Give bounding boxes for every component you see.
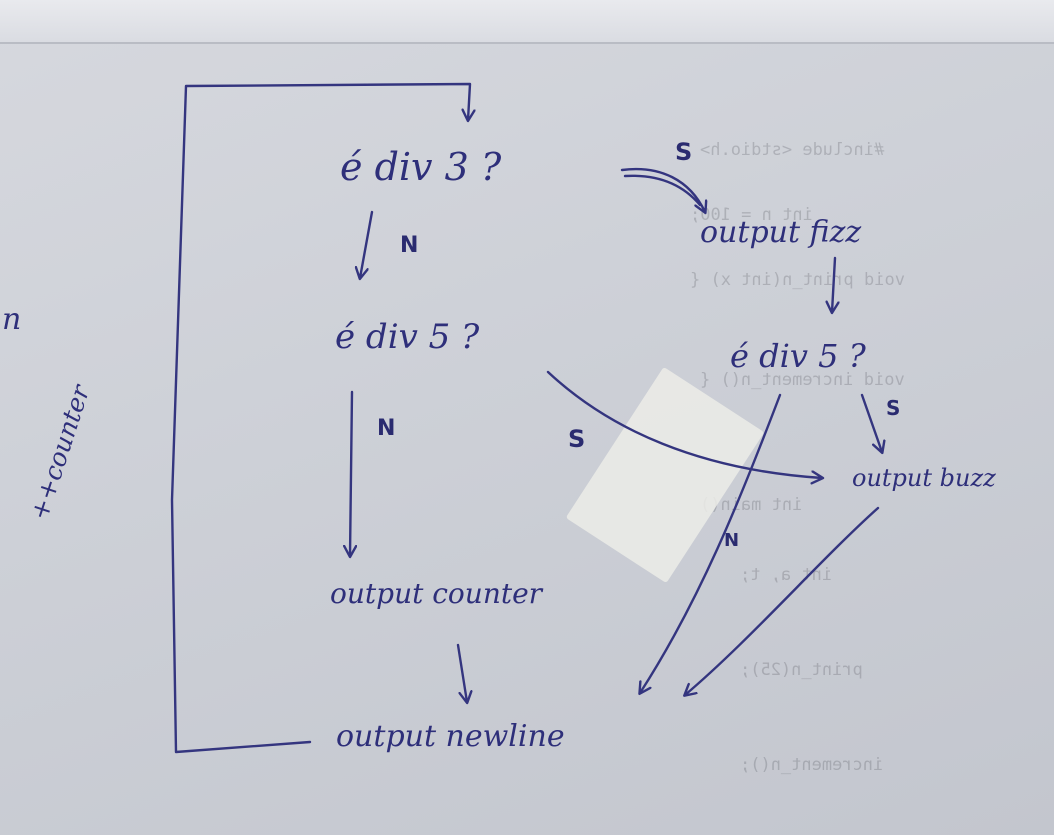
arrow-div3-to-div5 <box>360 210 374 278</box>
node-output-fizz: output fizz <box>700 215 862 250</box>
arrow-div5-to-buzz <box>546 370 822 478</box>
node-div5-left: é div 5 ? <box>335 317 480 357</box>
node-div5-right: é div 5 ? <box>730 337 866 375</box>
arrow-div5-to-counter <box>350 390 352 556</box>
arrow-div3-to-fizz <box>620 167 705 212</box>
margin-fragment: n <box>2 302 22 337</box>
node-output-counter: output counter <box>330 577 543 610</box>
node-output-buzz: output buzz <box>852 464 996 492</box>
arrow-div5r-to-buzz <box>860 393 882 452</box>
label-div5-right-no: N <box>724 530 740 551</box>
label-div5-left-no: N <box>377 416 396 441</box>
arrow-buzz-to-newline <box>685 506 880 695</box>
label-div3-yes: S <box>675 138 693 166</box>
arrow-fizz-to-div5 <box>832 256 835 312</box>
node-output-newline: output newline <box>336 719 565 754</box>
arrow-counter-to-newline <box>456 643 467 702</box>
loop-arrow <box>170 82 470 754</box>
label-div3-no: N <box>400 233 419 258</box>
paper-top-strip <box>0 0 1054 44</box>
node-div3: é div 3 ? <box>340 145 502 189</box>
label-div5-left-yes: S <box>568 425 586 453</box>
arrow-div5r-to-newline <box>640 393 782 693</box>
label-div5-right-yes: S <box>886 396 901 420</box>
